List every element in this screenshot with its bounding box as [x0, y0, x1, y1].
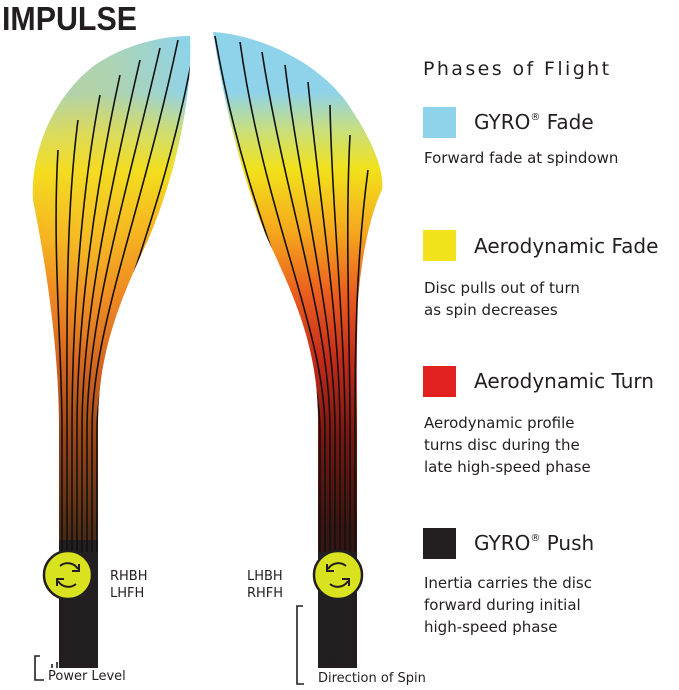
aero-fade-desc: Disc pulls out of turn as spin decreases [424, 279, 580, 319]
page-title: IMPULSE [2, 0, 137, 37]
gyro-fade-swatch [423, 107, 456, 138]
right-hand-label: LHBH RHFH [247, 568, 283, 602]
left-hand-label: RHBH LHFH [110, 568, 148, 602]
gyro-fade-label: GYRO® Fade [474, 110, 594, 134]
right-hand-line-2: RHFH [247, 586, 284, 601]
right-flight-lines [214, 35, 369, 552]
aero-fade-label: Aerodynamic Fade [474, 234, 659, 258]
left-hand-line-1: RHBH [110, 569, 148, 584]
gyro-push-swatch [423, 528, 456, 559]
gyro-push-desc: Inertia carries the disc forward during … [424, 574, 592, 636]
gyro-fade-desc: Forward fade at spindown [424, 149, 619, 167]
aero-turn-swatch [423, 366, 456, 397]
left-disc-icon [42, 549, 94, 601]
power-level-label: Power Level [48, 669, 126, 684]
power-level-icon [34, 648, 83, 681]
aero-fade-swatch [423, 230, 456, 261]
right-disc-icon [312, 549, 364, 601]
gyro-push-label: GYRO® Push [474, 531, 595, 555]
right-hand-line-1: LHBH [247, 569, 283, 584]
hand-bracket [296, 605, 304, 685]
direction-of-spin-icon [324, 649, 356, 666]
flight-diagram [32, 32, 383, 685]
direction-of-spin-label: Direction of Spin [318, 671, 426, 686]
legend-heading: Phases of Flight [423, 58, 612, 80]
left-hand-line-2: LHFH [110, 586, 145, 601]
right-flight-path [213, 32, 383, 668]
aero-turn-desc: Aerodynamic profile turns disc during th… [424, 414, 591, 476]
aero-turn-label: Aerodynamic Turn [474, 369, 654, 393]
